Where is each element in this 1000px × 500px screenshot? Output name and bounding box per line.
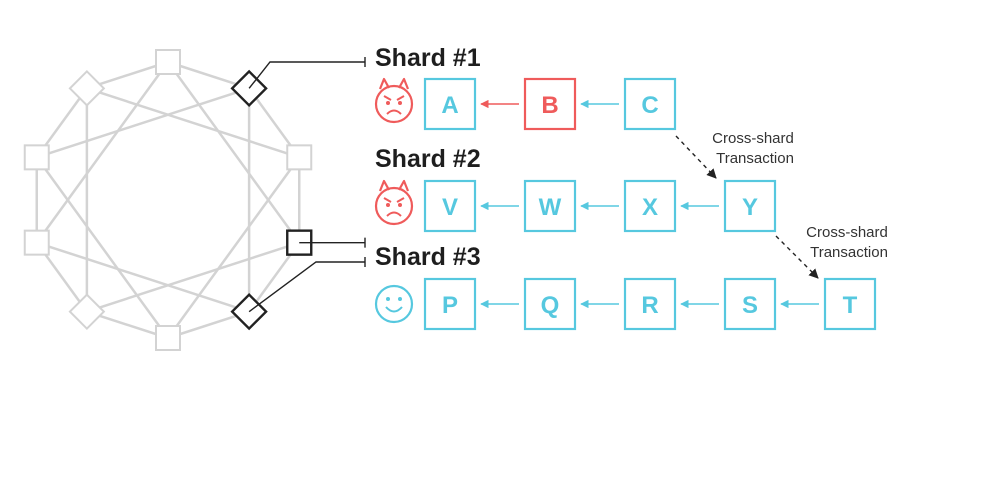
cross-shard-label-2-line1: Cross-shard: [806, 224, 888, 241]
block-Y: Y: [723, 179, 777, 233]
network-node: [155, 325, 181, 351]
block-box: [723, 277, 777, 331]
block-box: [423, 179, 477, 233]
shard-title-3: Shard #3: [375, 243, 481, 271]
smiley-face-icon: [374, 284, 414, 324]
block-label: S: [742, 292, 758, 319]
block-label: R: [641, 292, 658, 319]
block-label: T: [843, 292, 858, 319]
block-box: [623, 179, 677, 233]
horn-left: [378, 77, 390, 90]
block-Q: Q: [523, 277, 577, 331]
cross-shard-transaction-2: Cross-shard Transaction: [775, 224, 888, 279]
shard-title-2: Shard #2: [375, 145, 481, 173]
block-label: W: [539, 194, 562, 221]
shard-row-2: Shard #2 V W X Y: [374, 145, 777, 233]
eye-left: [386, 101, 390, 105]
block-X: X: [623, 179, 677, 233]
cross-shard-label-1-line1: Cross-shard: [712, 130, 794, 147]
block-S: S: [723, 277, 777, 331]
block-label: Q: [541, 292, 560, 319]
smile: [385, 306, 403, 313]
block-C: C: [623, 77, 677, 131]
shard-row-1: Shard #1 A B C: [374, 44, 677, 131]
shard-title-1: Shard #1: [375, 44, 481, 72]
cross-shard-label-2-line2: Transaction: [810, 244, 888, 261]
network-edge: [36, 87, 250, 159]
network-node: [68, 293, 106, 331]
shard-connectors: [248, 57, 366, 313]
face-outline: [374, 84, 414, 124]
devil-face-icon: [374, 77, 414, 124]
block-box: [623, 277, 677, 331]
brow-right: [396, 197, 405, 203]
shard-connector-3: [248, 261, 365, 313]
cross-shard-label-1-line2: Transaction: [716, 150, 794, 167]
block-box: [523, 277, 577, 331]
frown: [386, 109, 402, 115]
shard-2-chain: V W X Y: [423, 179, 777, 233]
block-label: C: [641, 92, 658, 119]
network-edge: [35, 156, 170, 339]
brow-left: [383, 95, 392, 101]
block-box: [423, 277, 477, 331]
block-label: A: [441, 92, 458, 119]
block-label: P: [442, 292, 458, 319]
brow-left: [383, 197, 392, 203]
network-node: [23, 144, 50, 171]
horn-right: [398, 179, 410, 192]
block-B: B: [523, 77, 577, 131]
block-box: [423, 77, 477, 131]
block-box: [823, 277, 877, 331]
block-R: R: [623, 277, 677, 331]
eye-right: [398, 203, 402, 207]
eye-right: [398, 297, 402, 301]
eye-left: [386, 203, 390, 207]
devil-face-icon: [374, 179, 414, 226]
block-W: W: [523, 179, 577, 233]
cross-shard-transaction-1: Cross-shard Transaction: [675, 130, 794, 179]
block-T: T: [823, 277, 877, 331]
cross-shard-arrow-2: [775, 235, 819, 279]
shard-3-chain: P Q R S T: [423, 277, 877, 331]
network-edge: [35, 61, 170, 244]
block-box: [623, 77, 677, 131]
horn-right: [398, 77, 410, 90]
block-label: B: [541, 92, 558, 119]
network-edges: [35, 60, 301, 340]
block-label: Y: [742, 194, 758, 221]
network-graph: [23, 49, 313, 351]
network-nodes: [23, 49, 313, 351]
shard-1-chain: A B C: [423, 77, 677, 131]
block-P: P: [423, 277, 477, 331]
network-edge: [36, 241, 250, 313]
face-outline: [374, 284, 414, 324]
block-V: V: [423, 179, 477, 233]
shard-connector-1: [248, 61, 365, 89]
network-node: [23, 229, 50, 256]
network-node: [68, 69, 106, 107]
eye-right: [398, 101, 402, 105]
network-node: [286, 144, 313, 171]
shard-row-3: Shard #3 P Q R S T: [374, 243, 877, 331]
cross-shard-arrow-1: [675, 135, 717, 179]
block-label: X: [642, 194, 658, 221]
network-edge: [86, 87, 300, 159]
eye-left: [386, 297, 390, 301]
horn-left: [378, 179, 390, 192]
frown: [386, 211, 402, 217]
network-node: [155, 49, 181, 75]
face-outline: [374, 186, 414, 226]
block-box: [523, 179, 577, 233]
block-A: A: [423, 77, 477, 131]
network-edge: [166, 61, 301, 244]
block-label: V: [442, 194, 458, 221]
network-edge: [166, 156, 301, 339]
brow-right: [396, 95, 405, 101]
network-edge: [86, 241, 300, 313]
block-box: [523, 77, 577, 131]
block-box: [723, 179, 777, 233]
